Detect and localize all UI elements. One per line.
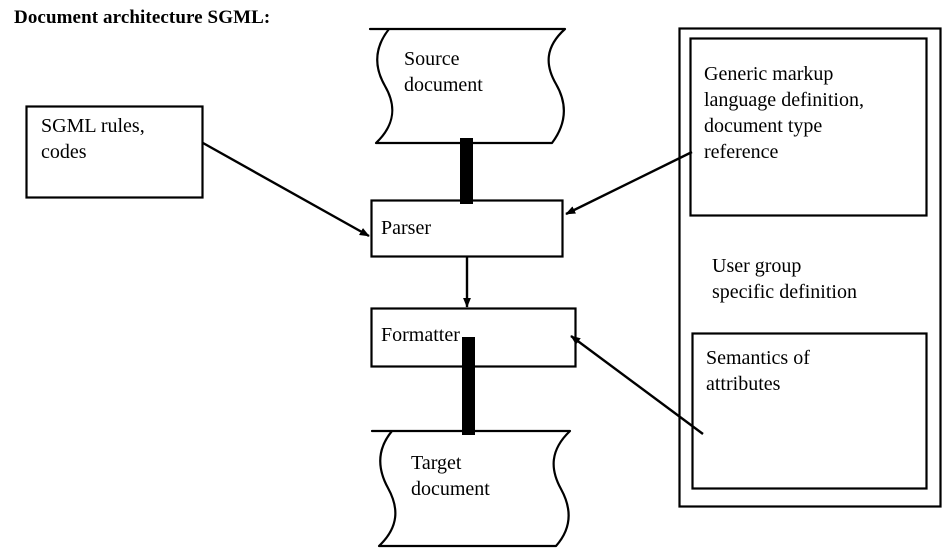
connector-source-to-parser bbox=[460, 138, 473, 204]
node-label-semantics: Semantics of attributes bbox=[706, 347, 810, 395]
node-label-sgml-rules: SGML rules, codes bbox=[41, 115, 145, 163]
node-label-source-document: Source document bbox=[404, 48, 483, 96]
generic-markup-box bbox=[689, 37, 928, 217]
target-document-shape bbox=[370, 429, 572, 548]
arrow-semantics-to-formatter bbox=[570, 335, 704, 435]
arrow-generic-markup-to-parser bbox=[565, 150, 693, 216]
node-label-user-group: User group specific definition bbox=[712, 255, 857, 303]
arrow-sgml-rules-to-parser bbox=[202, 141, 370, 238]
sgml-rules-box bbox=[25, 105, 204, 199]
connector-formatter-to-target bbox=[462, 337, 475, 435]
node-label-formatter: Formatter bbox=[381, 324, 460, 346]
right-panel-container bbox=[678, 27, 942, 508]
node-label-generic-markup: Generic markup language definition, docu… bbox=[704, 63, 864, 163]
node-label-target-document: Target document bbox=[411, 452, 490, 500]
node-label-parser: Parser bbox=[381, 217, 431, 239]
semantics-box bbox=[691, 332, 928, 490]
page-title: Document architecture SGML: bbox=[14, 7, 271, 28]
